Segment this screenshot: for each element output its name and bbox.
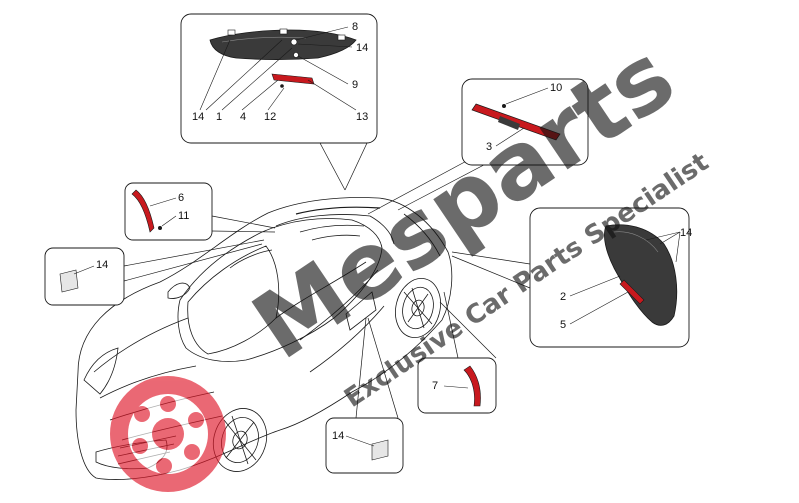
callout-6: 6 xyxy=(178,192,184,204)
box-plate-light-left: 14 xyxy=(44,247,125,306)
box-side-marker: 6 11 xyxy=(124,182,213,241)
callout-13: 13 xyxy=(356,111,368,123)
callout-9: 9 xyxy=(352,79,358,91)
callout-14-plate-left: 14 xyxy=(96,259,108,271)
callout-8: 8 xyxy=(352,21,358,33)
callout-2: 2 xyxy=(560,291,566,303)
box-rear-reflector: 7 xyxy=(417,357,497,414)
callout-14-top: 14 xyxy=(356,42,368,54)
callout-3: 3 xyxy=(486,141,492,153)
watermark-logo xyxy=(110,376,226,492)
callout-14-rear-right: 14 xyxy=(680,227,692,239)
box-high-stop-light: 10 3 xyxy=(461,78,589,166)
callout-14-plate-bottom: 14 xyxy=(332,430,344,442)
box-plate-light-bottom: 14 xyxy=(325,417,404,474)
callout-14-left: 14 xyxy=(192,111,204,123)
callout-7: 7 xyxy=(432,380,438,392)
callout-1: 1 xyxy=(216,111,222,123)
callout-10: 10 xyxy=(550,82,562,94)
callout-12: 12 xyxy=(264,111,276,123)
callout-5: 5 xyxy=(560,319,566,331)
callout-11: 11 xyxy=(178,210,189,222)
box-rear-light-right: 14 2 5 xyxy=(529,207,692,348)
callout-4: 4 xyxy=(240,111,246,123)
box-rear-light-cluster: 8 14 9 13 14 1 4 12 xyxy=(180,13,378,144)
